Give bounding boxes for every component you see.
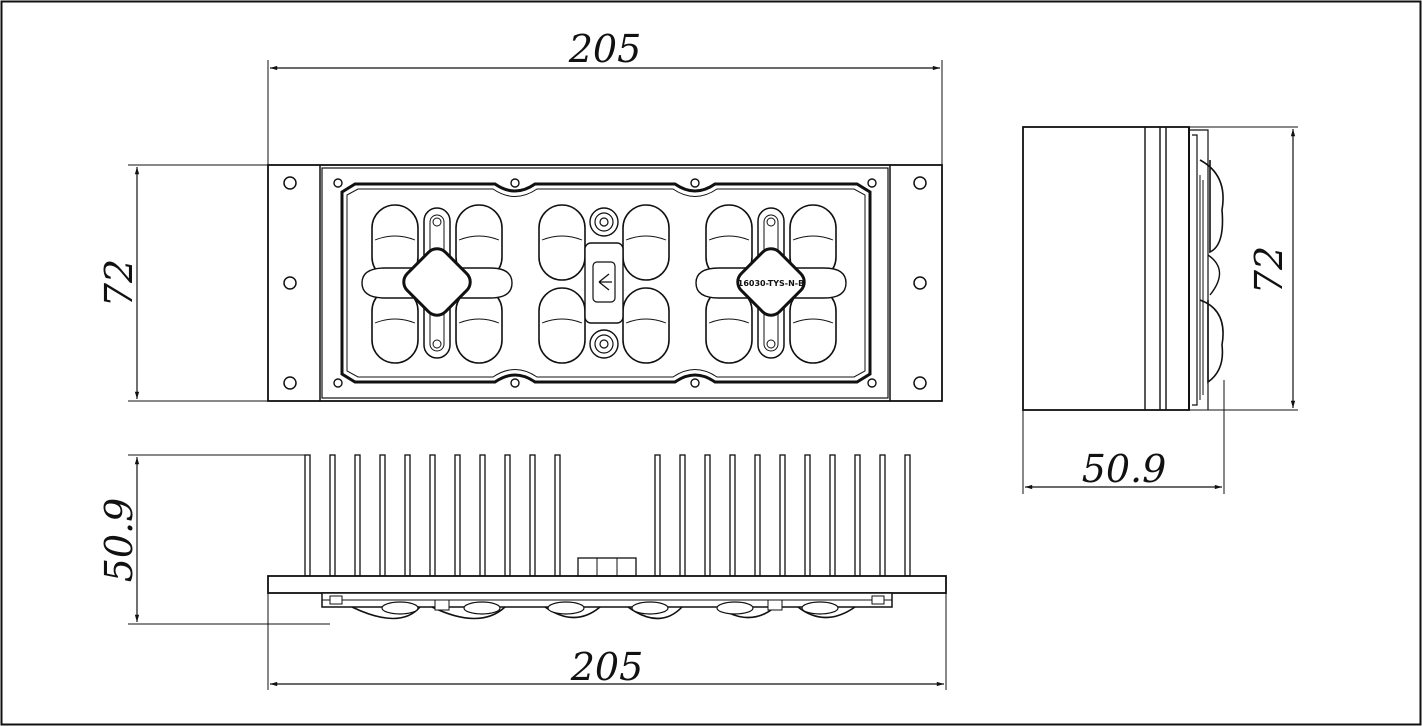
- side-view: 72 50.9: [1022, 126, 1298, 494]
- heatsink-fin: [454, 454, 461, 577]
- lens-board-outline: [340, 182, 872, 384]
- heatsink-fin: [529, 454, 536, 577]
- front-view: 50.9 205: [97, 454, 947, 690]
- lens-array: [371, 204, 837, 364]
- heatsink-fin: [879, 454, 886, 577]
- front-height-label: 50.9: [97, 498, 141, 583]
- heatsink-fin: [329, 454, 336, 577]
- side-depth-label: 50.9: [1082, 447, 1167, 491]
- heatsink-fin: [779, 454, 786, 577]
- side-body: [1022, 126, 1190, 411]
- heatsink-fin: [354, 454, 361, 577]
- heatsink-fin: [554, 454, 561, 577]
- module-marking: 16030-TYS-N-B: [738, 279, 804, 288]
- top-height-label: 72: [97, 259, 141, 307]
- side-height-label: 72: [1247, 246, 1291, 294]
- heatsink-fin: [704, 454, 711, 577]
- heatsink-fin: [379, 454, 386, 577]
- heatsink-fin: [479, 454, 486, 577]
- heatsink-fin: [679, 454, 686, 577]
- heatsink-fin: [429, 454, 436, 577]
- heatsink-fin: [404, 454, 411, 577]
- heatsink-fin: [854, 454, 861, 577]
- front-lens-profile: [321, 592, 893, 620]
- heatsink-fin: [829, 454, 836, 577]
- lens-module-left-center: [361, 207, 513, 359]
- heatsink-fin: [654, 454, 661, 577]
- side-lens-profile: [1189, 129, 1224, 410]
- heatsink-base: [267, 575, 947, 594]
- top-width-dimension: 205: [267, 27, 943, 165]
- heatsink-fin: [754, 454, 761, 577]
- front-width-label: 205: [570, 645, 644, 689]
- top-height-dimension: 72: [97, 164, 268, 402]
- board-holes: [333, 178, 877, 388]
- top-width-label: 205: [568, 27, 642, 71]
- lens-module-right-center: 16030-TYS-N-B: [695, 207, 847, 359]
- lens-module-middle-center: [584, 207, 624, 359]
- flange-holes: [283, 176, 927, 390]
- heatsink-fins: [304, 454, 911, 577]
- heatsink-fin: [729, 454, 736, 577]
- heatsink-fin: [904, 454, 911, 577]
- top-view: 205 72: [97, 27, 943, 402]
- heatsink-fin: [304, 454, 311, 577]
- heatsink-fin: [804, 454, 811, 577]
- heatsink-fin: [504, 454, 511, 577]
